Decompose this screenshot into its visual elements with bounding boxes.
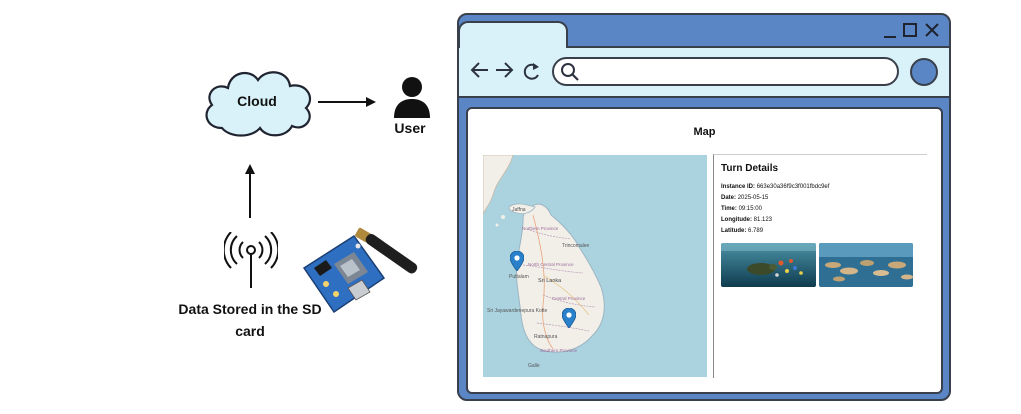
window-controls [884, 23, 939, 38]
detail-value: 6.789 [748, 228, 764, 234]
maximize-icon[interactable] [903, 23, 917, 37]
forward-arrow-icon[interactable] [496, 62, 514, 78]
cloud-icon [205, 71, 312, 137]
map-marker-icon[interactable] [562, 308, 576, 328]
turtle-photo-2[interactable] [819, 243, 913, 287]
detail-value: 2025-05-15 [737, 195, 769, 201]
detail-key: Time: [721, 206, 737, 212]
map-label-northern-province: Northern Province [522, 226, 559, 231]
reload-icon[interactable] [523, 63, 539, 80]
map-label-puttalam: Puttalam [509, 274, 529, 280]
data-label-line2: card [235, 323, 265, 339]
detail-row-time: Time: 09:15:00 [721, 206, 762, 212]
detail-value: 09:15:00 [738, 206, 762, 212]
arrow-up-icon [245, 164, 255, 218]
map-label-trincomalee: Trincomalee [562, 243, 590, 249]
detail-key: Latitude: [721, 228, 747, 234]
close-icon[interactable] [925, 23, 939, 37]
map-label-sri-lanka: Sri Lanka [538, 278, 562, 284]
nav-controls [470, 62, 539, 80]
detail-row-date: Date: 2025-05-15 [721, 195, 768, 201]
back-arrow-icon[interactable] [470, 62, 488, 78]
signal-icon [224, 232, 278, 288]
profile-button[interactable] [910, 58, 938, 86]
map-label-ratnapura: Ratnapura [534, 334, 558, 340]
user-label: User [394, 120, 426, 136]
tab-joint [460, 44, 566, 50]
detail-row-latitude: Latitude: 6.789 [721, 228, 763, 234]
detail-key: Date: [721, 195, 737, 201]
map-marker-icon[interactable] [510, 251, 524, 271]
map-label-central-province: Central Province [552, 296, 586, 301]
page-title: Map [693, 126, 716, 138]
data-label-line1: Data Stored in the SD [178, 301, 322, 317]
map-label-southern-province: Southern Province [540, 348, 578, 353]
user-icon [394, 77, 430, 118]
detail-row-longitude: Longitude: 81.123 [721, 217, 772, 223]
detail-value: 663e30a36f9c3f001fbdc9ef [756, 184, 830, 190]
detail-row-instance-id: Instance ID: 663e30a36f9c3f001fbdc9ef [721, 184, 829, 190]
map-label-galle: Galle [528, 363, 540, 369]
gsm-module-icon [302, 227, 418, 314]
data-stored-label: Data Stored in the SD card [160, 298, 340, 342]
map-label-kotte: Sri Jayawardenepura Kotte [487, 308, 548, 314]
detail-key: Instance ID: [721, 184, 756, 190]
map-label-jaffna: Jaffna [512, 207, 526, 213]
turn-details-panel [713, 154, 927, 378]
detail-value: 81.123 [753, 217, 773, 223]
map-label-north-central: North Central Province [528, 262, 574, 267]
url-bar[interactable] [552, 57, 899, 86]
arrow-right-icon [318, 97, 376, 107]
detail-key: Longitude: [721, 217, 752, 223]
turn-details-title: Turn Details [721, 163, 779, 174]
search-icon [561, 63, 579, 81]
cloud-label: Cloud [237, 93, 277, 109]
turtle-photo-1[interactable] [721, 243, 816, 287]
